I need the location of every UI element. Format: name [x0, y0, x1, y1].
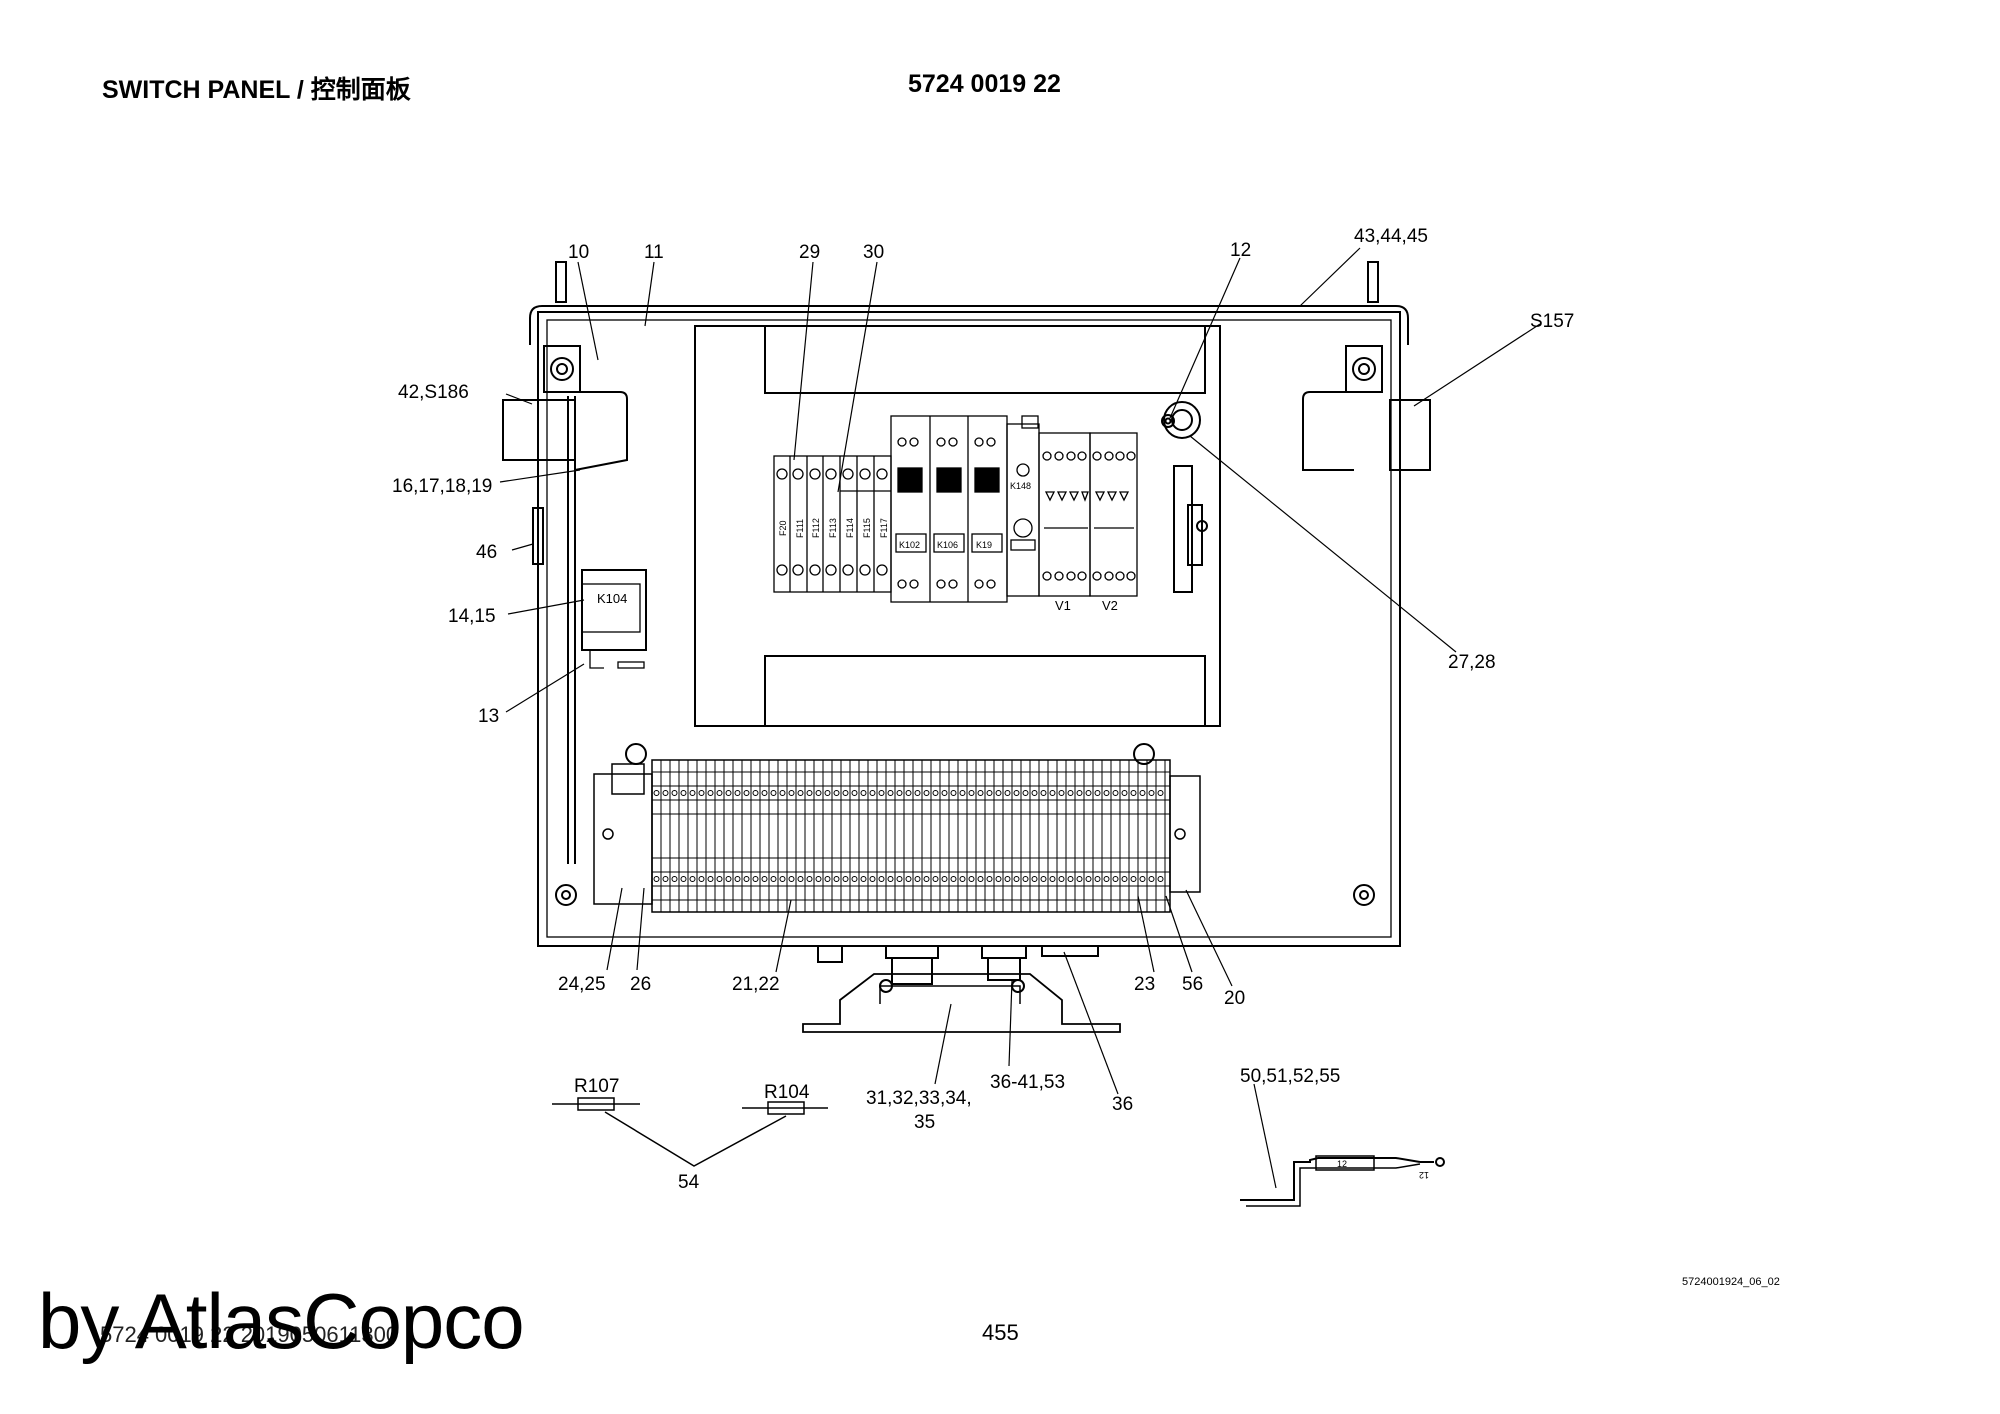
svg-text:16,17,18,19: 16,17,18,19: [392, 476, 492, 497]
svg-text:F20: F20: [778, 520, 788, 536]
svg-text:30: 30: [863, 242, 884, 263]
document-number: 5724 0019 22: [908, 70, 1061, 98]
drawing-reference: 5724001924_06_02: [1682, 1276, 1780, 1288]
svg-text:50,51,52,55: 50,51,52,55: [1240, 1066, 1340, 1087]
contactors: [890, 415, 1008, 603]
svg-text:24,25: 24,25: [558, 974, 606, 995]
svg-text:F113: F113: [828, 518, 838, 538]
svg-text:12: 12: [1337, 1159, 1347, 1169]
fuse-labels: F20 F111 F112 F113 F114 F115 F117: [778, 518, 889, 538]
svg-text:V1: V1: [1055, 598, 1071, 613]
svg-text:13: 13: [478, 706, 499, 727]
svg-text:56: 56: [1182, 974, 1203, 995]
svg-text:K106: K106: [937, 540, 958, 550]
svg-text:R104: R104: [764, 1082, 810, 1103]
svg-text:12: 12: [1419, 1170, 1429, 1180]
svg-text:29: 29: [799, 242, 820, 263]
svg-text:K19: K19: [976, 540, 992, 550]
svg-text:42,S186: 42,S186: [398, 382, 469, 403]
svg-text:F112: F112: [811, 518, 821, 538]
svg-text:S157: S157: [1530, 311, 1574, 332]
svg-text:35: 35: [914, 1112, 935, 1133]
relay-k104: K104: [581, 569, 647, 669]
resistor-labels: R107 R104: [574, 1076, 810, 1103]
svg-text:K104: K104: [597, 591, 627, 606]
svg-text:F117: F117: [879, 518, 889, 538]
svg-text:11: 11: [644, 242, 664, 263]
watermark: by AtlasCopco: [38, 1277, 525, 1365]
svg-text:10: 10: [568, 242, 589, 263]
terminal-strip: [593, 743, 1201, 913]
document-stamp: 5724 0019 22 2019050611300: [100, 1322, 399, 1347]
diode-modules: [1038, 432, 1138, 597]
svg-text:36: 36: [1112, 1094, 1133, 1115]
temperature-sensor: 12 12: [1240, 1155, 1445, 1207]
leader-lines: [499, 247, 1541, 1189]
mounting-plate: [694, 325, 1221, 727]
svg-text:20: 20: [1224, 988, 1245, 1009]
resistors: [552, 1097, 828, 1167]
svg-text:K148: K148: [1010, 481, 1031, 491]
svg-text:43,44,45: 43,44,45: [1354, 226, 1428, 247]
svg-text:31,32,33,34,: 31,32,33,34,: [866, 1088, 972, 1109]
svg-text:R107: R107: [574, 1076, 619, 1097]
svg-text:36-41,53: 36-41,53: [990, 1072, 1065, 1093]
page-number: 455: [982, 1320, 1019, 1345]
svg-text:F114: F114: [845, 518, 855, 538]
svg-text:26: 26: [630, 974, 651, 995]
svg-text:12: 12: [1230, 240, 1251, 261]
cable-glands: [802, 945, 1121, 1033]
timer-relay-k148: K148: [1006, 415, 1040, 597]
svg-text:23: 23: [1134, 974, 1155, 995]
svg-text:V2: V2: [1102, 598, 1118, 613]
callout-numbers: 10 11 29 30 12 43,44,45 S157 42,S186 16,…: [392, 226, 1574, 1193]
contactor-labels: K102 K106 K19: [899, 540, 992, 550]
svg-text:54: 54: [678, 1172, 700, 1193]
diode-labels: V1 V2: [1055, 598, 1118, 613]
page-title: SWITCH PANEL / 控制面板: [102, 76, 411, 104]
svg-text:46: 46: [476, 542, 497, 563]
svg-text:21,22: 21,22: [732, 974, 780, 995]
svg-text:K102: K102: [899, 540, 920, 550]
svg-text:14,15: 14,15: [448, 606, 496, 627]
svg-text:F115: F115: [862, 518, 872, 538]
svg-text:F111: F111: [795, 519, 805, 538]
enclosure: [502, 261, 1431, 947]
svg-text:27,28: 27,28: [1448, 652, 1496, 673]
